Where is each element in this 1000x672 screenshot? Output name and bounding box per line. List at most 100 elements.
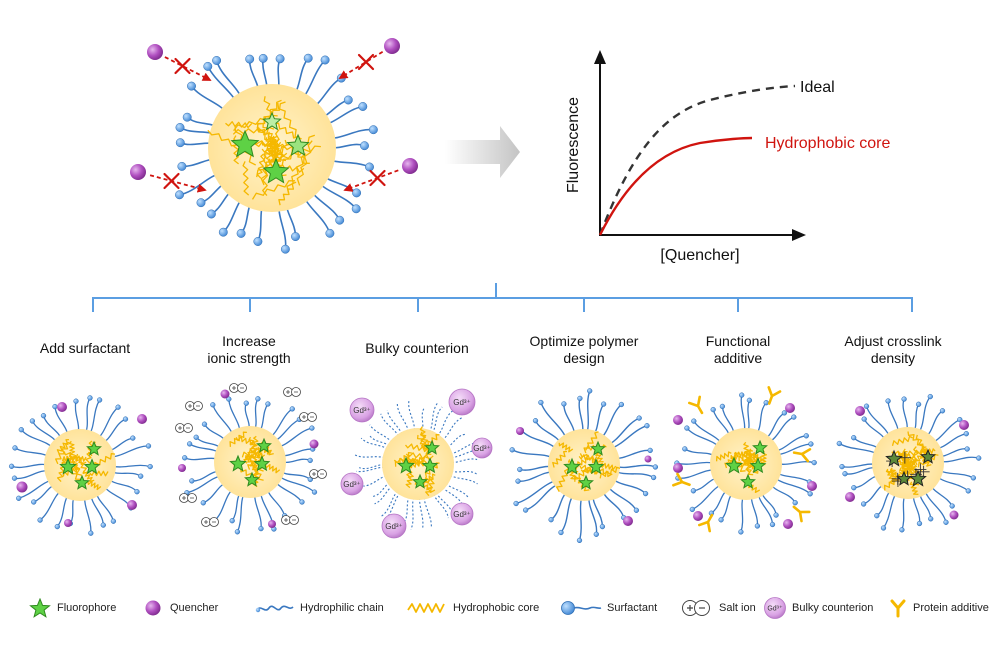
chain-end-bead [874,513,880,519]
fluorophore-star [749,457,767,474]
quencher [623,516,633,526]
bulky-counterion: Gd³⁺ [448,388,476,416]
hydrophobic-chain-segment [410,459,427,469]
ideal-curve [598,84,796,236]
chain-end-bead [561,401,567,407]
chain-end-bead [147,463,153,470]
chain-end-bead [175,138,185,148]
chain-end-bead [885,398,891,404]
hydrophobic-core-curve [598,136,753,236]
counterion-symbol: Gd³⁺ [473,444,491,453]
legend-protein-additive: Protein additive [888,598,989,618]
hydrophilic-chain [442,480,469,499]
quencher [807,481,817,491]
fluorophore-star [397,456,415,474]
quencher [959,420,969,430]
quencher [644,455,652,463]
chain-end-bead [343,95,353,105]
hydrophilic-chain [372,480,394,497]
chain-end-bead [949,503,955,509]
chain-end-bead [368,125,378,135]
fluorophore-star [59,457,77,475]
hydrophobic-chain-segment [715,451,732,462]
chain-end-bead [901,396,907,402]
branch-bracket [92,283,913,312]
micelle-optimize-polymer-design [509,388,659,544]
fluorophore-star [86,440,102,456]
hydrophobic-chain-segment [552,450,568,468]
block-x-icon [163,172,180,190]
chain-end-bead [652,464,659,470]
hydrophobic-chain-segment [745,448,754,474]
chain-end-bead [517,466,523,473]
fluorophore-star [229,454,247,472]
blocked-quencher [343,158,418,192]
hydrophobic-chain-segment [87,480,102,491]
chain-end-bead [201,421,208,427]
legend-fluorophore: Fluorophore [28,598,116,618]
bulky-counterion: Gd³⁺ [340,472,364,496]
star-icon [29,598,51,618]
protein-additive [698,513,714,533]
salt-ion [299,412,317,422]
quencher [949,510,959,520]
chain-end-bead [522,507,529,513]
ideal-curve-label: Ideal [800,79,835,96]
strategy-label-optimize-polymer-design: Optimize polymer design [529,333,639,366]
hydrophobic-chain-segment [56,438,70,455]
chain-end-bead [916,520,923,527]
counterion-symbol: Gd³⁺ [453,510,471,519]
hydrophobic-chain-segment [909,481,919,495]
hydrophobic-chain-segment [743,441,750,459]
hydrophobic-chain-segment [89,470,109,477]
hydrophobic-chain-segment [68,452,82,476]
quencher [147,44,163,60]
chain-end-bead [253,237,263,246]
chain-end-bead [851,485,857,491]
chain-end-bead [52,403,58,410]
chain-end-bead [689,506,695,513]
chain-end-bead [719,403,726,410]
hydrophobic-chain-segment [264,463,281,474]
protein-additive [767,386,782,405]
hydrophilic-chain [937,456,979,463]
hydrophilic-chain [369,424,396,446]
chain-end-bead [650,474,657,481]
quencher [516,427,524,435]
protein-additive [792,448,812,463]
chain-end-bead [808,441,814,447]
chain-end-bead [200,500,206,506]
chain-end-bead [289,406,295,412]
chain-end-bead [255,396,261,402]
sphere-icon [145,600,161,616]
hydrophobic-chain-segment [256,153,266,179]
fluorophore-star [896,470,912,486]
chain-end-bead [187,81,196,91]
fluorophore-star [421,457,439,474]
counterion-symbol: Gd³⁺ [343,480,361,489]
bulky-counterion: Gd³⁺ [450,502,474,526]
y-axis-arrowhead [594,50,606,64]
chain-end-bead [258,53,268,63]
hydrophilic-chain [613,464,656,469]
chain-end-bead [593,531,599,537]
hydrophobic-chain-segment [901,457,916,471]
chain-end-bead [811,459,817,466]
hydrophobic-core [44,429,116,501]
quencher [855,406,865,416]
block-x-icon [174,57,191,75]
chain-end-bead [182,112,192,122]
hydrophobic-chain-segment [404,443,429,453]
chain-end-bead [851,435,857,441]
chain-end-bead [642,490,649,497]
fluorophore-star [83,458,101,475]
chain-end-bead [769,521,776,528]
hydrophilic-chain [692,482,724,510]
hydrophilic-chain [109,464,151,468]
hydrophobic-chain-segment [730,455,746,472]
hydrophobic-chain-segment [229,431,247,447]
hydrophobic-chain-segment [600,462,617,471]
hydrophilic-chain [380,413,401,441]
strategy-label-functional-additive: Functional additive [705,333,771,366]
